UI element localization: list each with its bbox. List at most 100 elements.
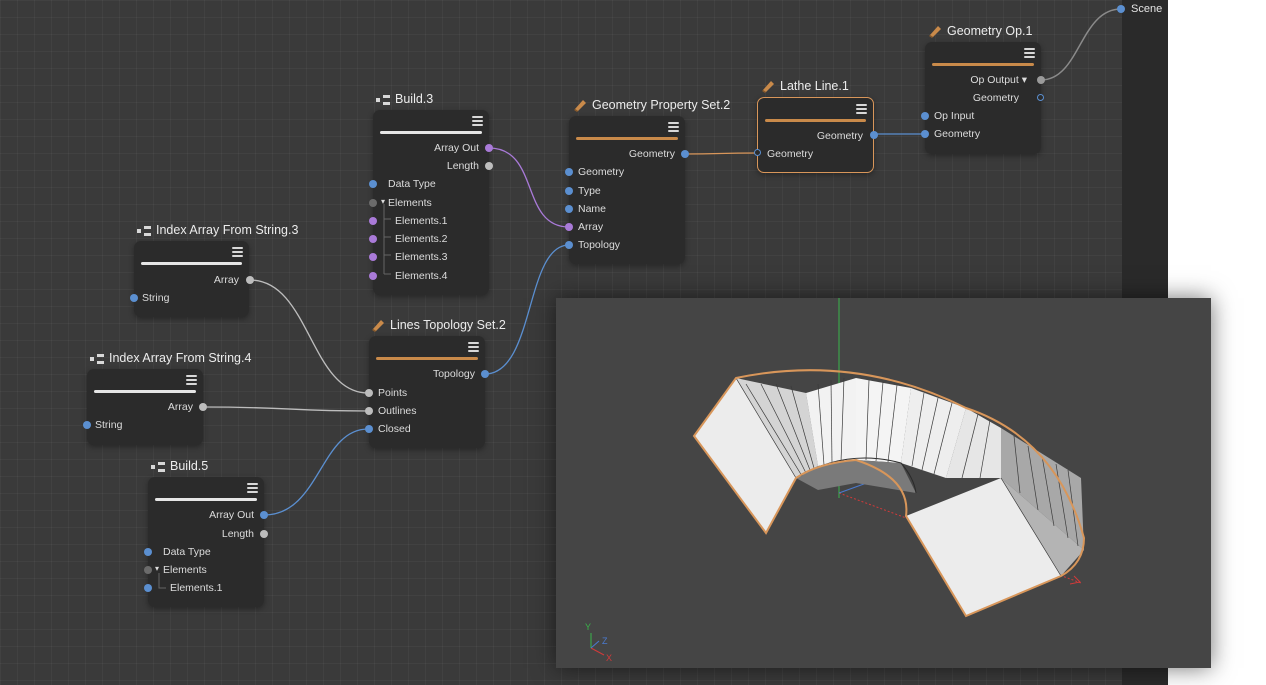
build5-dot-array-out[interactable] — [260, 511, 268, 519]
lines-dot-outlines[interactable] — [365, 407, 373, 415]
build5-progress-bar — [155, 498, 257, 501]
geoop-title-text: Geometry Op.1 — [947, 24, 1033, 38]
index3-menu-icon[interactable] — [232, 247, 243, 258]
index3-title-text: Index Array From String.3 — [156, 223, 299, 237]
build3-port-data-type[interactable]: Data Type — [388, 178, 436, 190]
build5-dot-data-type[interactable] — [144, 548, 152, 556]
geoop-dot-op-input[interactable] — [921, 112, 929, 120]
index3-dot-array[interactable] — [246, 276, 254, 284]
build3-title-text: Build.3 — [395, 92, 434, 106]
geoop-port-geometry-out[interactable]: Geometry — [972, 92, 1019, 104]
geoprop-dot-type[interactable] — [565, 187, 573, 195]
build3-port-elements4[interactable]: Elements.4 — [395, 270, 448, 282]
build3-dot-array-out[interactable] — [485, 144, 493, 152]
lines-title-text: Lines Topology Set.2 — [390, 318, 506, 332]
lines-menu-icon[interactable] — [468, 342, 479, 353]
index3-progress-bar — [141, 262, 242, 265]
build5-dot-length[interactable] — [260, 530, 268, 538]
chevron-down-icon[interactable]: ▾ — [381, 197, 386, 206]
lathe-mesh-render — [590, 298, 1086, 656]
build5-port-elements1[interactable]: Elements.1 — [170, 582, 223, 594]
node-index3[interactable]: Array String — [130, 241, 254, 317]
lathe-menu-icon[interactable] — [856, 104, 867, 115]
index4-dot-string[interactable] — [83, 421, 91, 429]
index3-port-string[interactable]: String — [142, 292, 170, 304]
geoop-menu-icon[interactable] — [1024, 48, 1035, 59]
index4-port-array[interactable]: Array — [167, 401, 193, 413]
build3-dot-elements[interactable] — [369, 199, 377, 207]
build3-menu-icon[interactable] — [472, 116, 483, 127]
geoprop-port-topology[interactable]: Topology — [578, 239, 621, 251]
lines-port-outlines[interactable]: Outlines — [378, 405, 417, 417]
build3-port-elements3[interactable]: Elements.3 — [395, 251, 448, 263]
node-build3[interactable]: Array Out Length Data Type ▾ Elements El… — [369, 110, 493, 295]
lathe-dot-geometry[interactable] — [754, 149, 761, 156]
index4-port-string[interactable]: String — [95, 419, 123, 431]
build3-dot-elements1[interactable] — [369, 217, 377, 225]
node-lines-topology[interactable]: Topology Points Outlines Closed — [365, 336, 489, 448]
geoop-port-op-output[interactable]: Op Output ▾ — [970, 74, 1027, 86]
node-geometry-op[interactable]: Op Output ▾ Geometry Op Input Geometry — [921, 42, 1045, 154]
lathe-dot-geometry-out[interactable] — [870, 131, 878, 139]
build5-port-elements[interactable]: Elements — [163, 564, 207, 576]
geoprop-dot-name[interactable] — [565, 205, 573, 213]
index3-dot-string[interactable] — [130, 294, 138, 302]
build3-dot-elements4[interactable] — [369, 272, 377, 280]
geoprop-port-geometry-out[interactable]: Geometry — [628, 148, 675, 160]
index4-dot-array[interactable] — [199, 403, 207, 411]
geoop-port-geometry[interactable]: Geometry — [934, 128, 981, 140]
build5-port-array-out[interactable]: Array Out — [209, 509, 254, 521]
build3-port-elements1[interactable]: Elements.1 — [395, 215, 448, 227]
geoop-dot-op-output[interactable] — [1037, 76, 1045, 84]
lines-dot-topology[interactable] — [481, 370, 489, 378]
build3-port-length[interactable]: Length — [446, 160, 479, 172]
chevron-down-icon[interactable]: ▾ — [155, 564, 160, 573]
build5-menu-icon[interactable] — [247, 483, 258, 494]
geoprop-port-geometry[interactable]: Geometry — [578, 166, 625, 178]
lines-dot-closed[interactable] — [365, 425, 373, 433]
geoop-dot-geometry-out[interactable] — [1037, 94, 1044, 101]
lathe-title: Lathe Line.1 — [762, 79, 849, 94]
geoprop-dot-array[interactable] — [565, 223, 573, 231]
build3-port-elements[interactable]: Elements — [388, 197, 432, 209]
geometry-icon — [574, 100, 586, 113]
node-lathe-line[interactable]: Geometry Geometry — [754, 97, 878, 173]
geoprop-dot-topology[interactable] — [565, 241, 573, 249]
index4-menu-icon[interactable] — [186, 375, 197, 386]
build3-dot-elements2[interactable] — [369, 235, 377, 243]
lathe-port-geometry-out[interactable]: Geometry — [816, 130, 863, 142]
build-icon — [137, 225, 151, 236]
build3-dot-elements3[interactable] — [369, 253, 377, 261]
build5-dot-elements1[interactable] — [144, 584, 152, 592]
geoop-port-op-input[interactable]: Op Input — [934, 110, 975, 122]
geoprop-progress-bar — [576, 137, 678, 140]
index4-title: Index Array From String.4 — [90, 351, 251, 365]
geoprop-port-array[interactable]: Array — [578, 221, 604, 233]
geoprop-menu-icon[interactable] — [668, 122, 679, 133]
axis-z-label: Z — [602, 636, 608, 646]
geoprop-dot-geometry-out[interactable] — [681, 150, 689, 158]
lines-port-topology[interactable]: Topology — [432, 368, 475, 380]
build3-dot-length[interactable] — [485, 162, 493, 170]
build5-port-data-type[interactable]: Data Type — [163, 546, 211, 558]
lathe-port-geometry[interactable]: Geometry — [767, 148, 814, 160]
node-build5[interactable]: Array Out Length Data Type ▾ Elements El… — [144, 477, 268, 607]
lines-dot-points[interactable] — [365, 389, 373, 397]
lines-port-closed[interactable]: Closed — [378, 423, 411, 435]
geoprop-port-type[interactable]: Type — [578, 185, 601, 197]
build3-port-array-out[interactable]: Array Out — [434, 142, 479, 154]
geoprop-dot-geometry[interactable] — [565, 168, 573, 176]
node-index4[interactable]: Array String — [83, 369, 207, 445]
build3-port-elements2[interactable]: Elements.2 — [395, 233, 448, 245]
node-geometry-property-set[interactable]: Geometry Geometry Type Name Array Topolo… — [565, 116, 689, 264]
build5-tree-lines — [158, 573, 166, 589]
lines-port-points[interactable]: Points — [378, 387, 408, 399]
build5-dot-elements[interactable] — [144, 566, 152, 574]
index3-port-array[interactable]: Array — [213, 274, 239, 286]
geometry-icon — [929, 26, 941, 39]
geoop-dot-geometry[interactable] — [921, 130, 929, 138]
build5-port-length[interactable]: Length — [221, 528, 254, 540]
3d-viewport[interactable]: Y Z X — [556, 298, 1211, 668]
geoprop-port-name[interactable]: Name — [578, 203, 607, 215]
build3-dot-data-type[interactable] — [369, 180, 377, 188]
